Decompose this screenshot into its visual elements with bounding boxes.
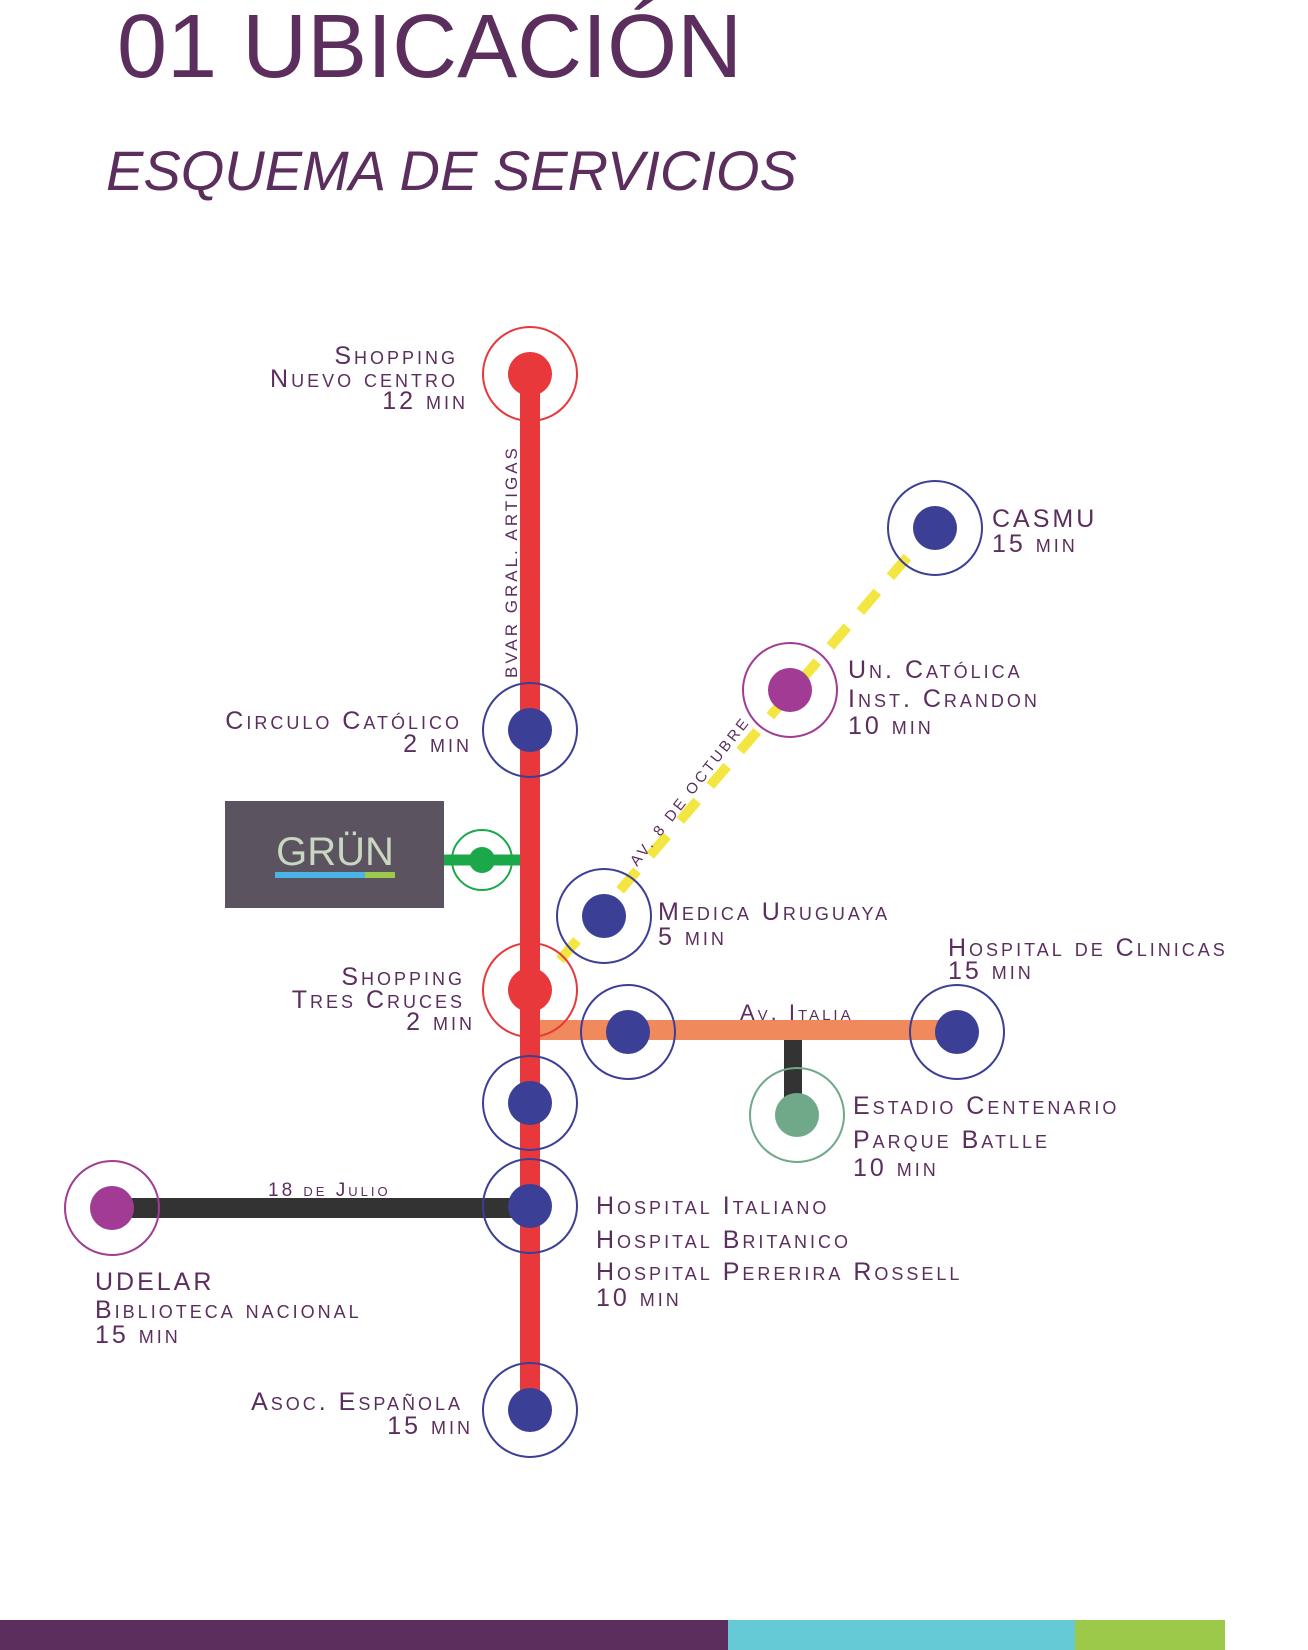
label-line: 10 min bbox=[853, 1154, 939, 1182]
label-line: Circulo Católico bbox=[225, 707, 462, 735]
node-tres-cruces[interactable] bbox=[482, 942, 578, 1038]
page-subtitle: ESQUEMA DE SERVICIOS bbox=[106, 139, 797, 202]
label-line: Medica Uruguaya bbox=[658, 898, 890, 926]
label-line: Parque Batlle bbox=[853, 1126, 1050, 1154]
node-circulo-catolico[interactable] bbox=[482, 682, 578, 778]
bottom-bar-cyan bbox=[728, 1620, 1075, 1650]
label-line: Shopping bbox=[334, 342, 458, 370]
label-casmu: CASMU 15 min bbox=[992, 505, 1107, 558]
bottom-bar-purple bbox=[0, 1620, 728, 1650]
label-line: Hospital Britanico bbox=[596, 1226, 851, 1254]
grun-logo-text: GRÜN bbox=[276, 830, 394, 874]
node-asoc-espanola[interactable] bbox=[482, 1362, 578, 1458]
label-line: 5 min bbox=[658, 923, 727, 951]
label-medica-uruguaya: Medica Uruguaya 5 min bbox=[658, 898, 900, 951]
label-line: 2 min bbox=[403, 730, 472, 758]
label-line: 10 min bbox=[596, 1284, 682, 1312]
label-line: 12 min bbox=[382, 387, 468, 415]
label-line: UDELAR bbox=[95, 1268, 214, 1296]
node-hospitales[interactable] bbox=[482, 1158, 578, 1254]
label-line: Nuevo centro bbox=[270, 365, 458, 393]
page-title: 01 UBICACIÓN bbox=[117, 0, 743, 97]
label-line: Un. Católica bbox=[848, 656, 1023, 684]
label-udelar: UDELAR Biblioteca nacional 15 min bbox=[95, 1268, 372, 1349]
label-line: Hospital Italiano bbox=[596, 1192, 829, 1220]
street-18-de-julio: 18 de Julio bbox=[268, 1180, 391, 1201]
node-clinicas[interactable] bbox=[909, 984, 1005, 1080]
label-line: Asoc. Española bbox=[251, 1388, 463, 1416]
label-line: 10 min bbox=[848, 712, 934, 740]
node-catolica[interactable] bbox=[742, 642, 838, 738]
node-casmu[interactable] bbox=[887, 480, 983, 576]
label-hospitales: Hospital Italiano Hospital Britanico Hos… bbox=[596, 1192, 972, 1312]
node-estadio[interactable] bbox=[749, 1067, 845, 1163]
label-line: Hospital Pererira Rossell bbox=[596, 1258, 962, 1286]
node-medica-uruguaya[interactable] bbox=[556, 868, 652, 964]
label-line: 2 min bbox=[406, 1008, 475, 1036]
node-artigas-mid[interactable] bbox=[482, 1055, 578, 1151]
label-line: Shopping bbox=[341, 963, 465, 991]
line-av-8-de-octubre bbox=[556, 521, 939, 964]
node-grun[interactable] bbox=[451, 829, 513, 891]
label-estadio: Estadio Centenario Parque Batlle 10 min bbox=[853, 1092, 1129, 1182]
label-asoc-espanola: Asoc. Española 15 min bbox=[251, 1388, 473, 1440]
street-bvar-artigas: BVAR GRAL. ARTIGAS bbox=[502, 445, 521, 678]
node-av-italia-start[interactable] bbox=[580, 984, 676, 1080]
label-line: Estadio Centenario bbox=[853, 1092, 1119, 1120]
label-line: 15 min bbox=[95, 1321, 181, 1349]
label-nuevo-centro: Shopping Nuevo centro 12 min bbox=[270, 342, 468, 415]
node-nuevo-centro[interactable] bbox=[482, 326, 578, 422]
label-line: CASMU bbox=[992, 505, 1097, 533]
street-av-italia: Av. Italia bbox=[740, 1000, 854, 1025]
label-line: 15 min bbox=[948, 957, 1034, 985]
label-line: Inst. Crandon bbox=[848, 685, 1040, 713]
grun-logo[interactable]: GRÜN bbox=[225, 801, 444, 908]
node-udelar[interactable] bbox=[64, 1160, 160, 1256]
street-av-8-de-octubre: AV. 8 DE OCTUBRE bbox=[627, 713, 754, 869]
label-catolica: Un. Católica Inst. Crandon 10 min bbox=[848, 656, 1050, 740]
label-clinicas: Hospital de Clinicas 15 min bbox=[948, 934, 1238, 985]
bottom-bar-green bbox=[1075, 1620, 1225, 1650]
label-circulo-catolico: Circulo Católico 2 min bbox=[225, 707, 472, 758]
label-tres-cruces: Shopping Tres Cruces 2 min bbox=[292, 963, 475, 1036]
label-line: Hospital de Clinicas bbox=[948, 934, 1228, 962]
label-line: Tres Cruces bbox=[292, 986, 465, 1014]
label-line: 15 min bbox=[387, 1412, 473, 1440]
label-line: 15 min bbox=[992, 530, 1078, 558]
label-line: Biblioteca nacional bbox=[95, 1296, 362, 1324]
